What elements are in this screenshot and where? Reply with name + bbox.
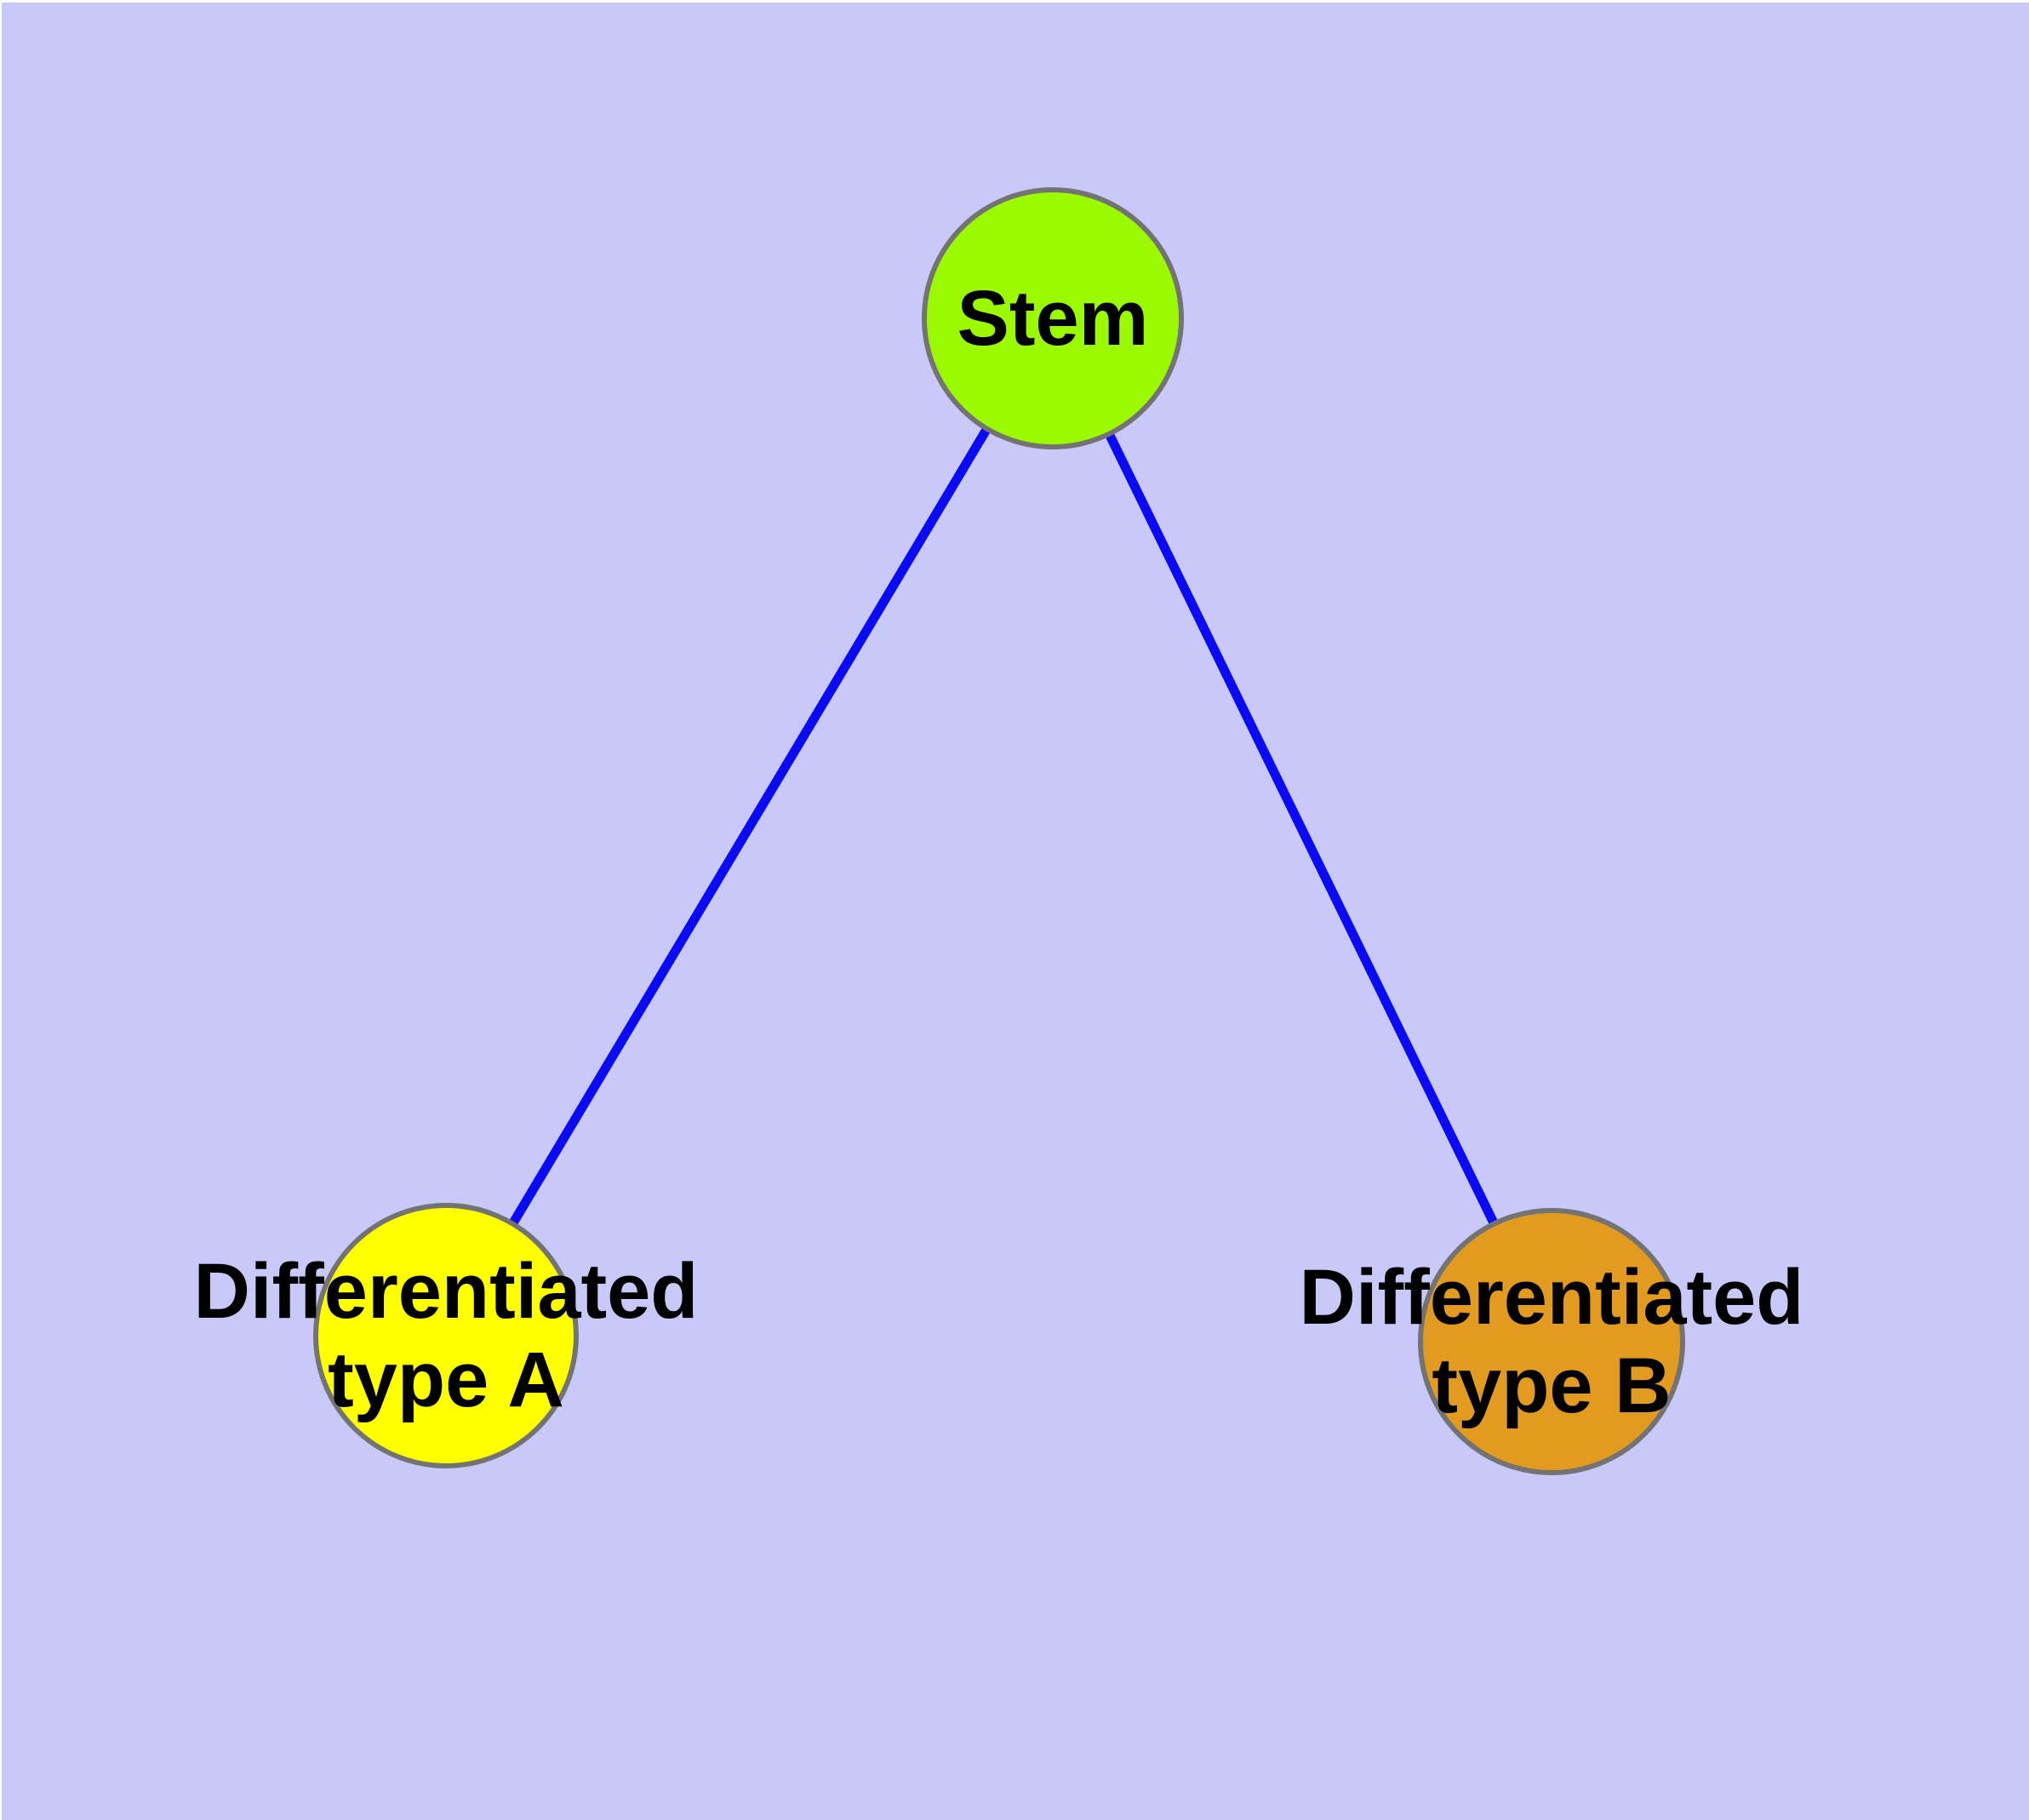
node-stem <box>922 187 1184 449</box>
node-diff-a <box>313 1203 579 1468</box>
edge-stem-diff-a <box>442 316 1057 1338</box>
node-diff-b <box>1418 1208 1685 1475</box>
nodes-layer <box>313 187 1685 1475</box>
edge-stem-diff-b <box>1049 316 1556 1344</box>
edges-layer <box>442 316 1556 1344</box>
